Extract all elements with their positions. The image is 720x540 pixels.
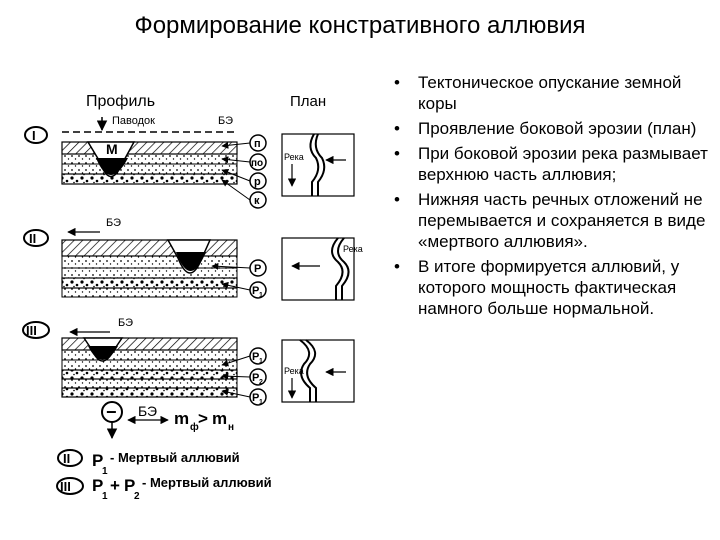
legend-m-n-sub: н xyxy=(228,422,234,433)
be-label-2: БЭ xyxy=(106,217,121,229)
label-r1-stage3-sub: 1 xyxy=(259,358,263,365)
legend-row1-text: - Мертвый аллювий xyxy=(110,450,240,465)
label-r1-stage3: P xyxy=(252,351,259,363)
legend-be: БЭ xyxy=(138,403,157,419)
be-label-1: БЭ xyxy=(218,115,233,127)
label-r-stage2: P xyxy=(254,263,261,275)
legend: − БЭ m ф > m н II P 1 - Мертвый аллювий … xyxy=(56,401,272,502)
legend-row2-s1: 1 xyxy=(102,491,108,502)
stage-1-label: I xyxy=(32,128,36,143)
label-p: п xyxy=(254,138,261,150)
bullet-item: Тектоническое опускание земной коры xyxy=(390,72,712,114)
legend-row2-p1: P xyxy=(92,476,103,495)
m-label: M xyxy=(106,141,118,157)
bullet-item: Нижняя часть речных отложений не перемыв… xyxy=(390,189,712,252)
flood-label: Паводок xyxy=(112,115,155,127)
stage-3-label: III xyxy=(26,323,37,338)
alluvium-diagram: Профиль План I Паводок БЭ M п по р к xyxy=(22,93,363,502)
label-r: р xyxy=(254,176,261,188)
legend-row1-sub: 1 xyxy=(102,466,108,477)
stage-3: III БЭ P 1 P 2 P 1 Рек xyxy=(22,317,355,406)
bullet-item: При боковой эрозии река размывает верхню… xyxy=(390,143,712,185)
label-r1b-stage3: P xyxy=(252,392,259,404)
header-profile: Профиль xyxy=(86,93,155,110)
bullet-list: Тектоническое опускание земной коры Проя… xyxy=(390,72,712,323)
legend-row2-plus: + xyxy=(110,476,120,495)
legend-m-f-sub: ф xyxy=(190,421,199,433)
header-plan: План xyxy=(290,93,326,110)
river-label-3: Река xyxy=(284,366,304,376)
legend-gt: > xyxy=(198,409,208,428)
label-r1-stage2: P xyxy=(252,285,259,297)
legend-row2-p2: P xyxy=(124,476,135,495)
label-po: по xyxy=(251,158,263,169)
label-r2-stage3: P xyxy=(252,372,259,384)
label-r1b-stage3-sub: 1 xyxy=(259,399,263,406)
legend-minus: − xyxy=(106,402,117,422)
legend-stage-2: II xyxy=(63,451,70,466)
label-r1-stage2-sub: 1 xyxy=(259,292,263,299)
bullet-item: Проявление боковой эрозии (план) xyxy=(390,118,712,139)
slide-title: Формирование констративного аллювия xyxy=(134,12,586,39)
river-label-1: Река xyxy=(284,152,304,162)
be-label-3: БЭ xyxy=(118,317,133,329)
legend-row2-s2: 2 xyxy=(134,491,140,502)
legend-row2-text: - Мертвый аллювий xyxy=(142,475,272,490)
stage-1: I Паводок БЭ M п по р к xyxy=(24,115,355,209)
legend-m-f: m xyxy=(174,409,189,428)
stage-2: II БЭ P P 1 Река xyxy=(23,217,363,301)
bullet-item: В итоге формируется аллювий, у которого … xyxy=(390,256,712,319)
label-r2-stage3-sub: 2 xyxy=(259,379,263,386)
legend-stage-3: III xyxy=(60,479,71,494)
legend-m-n: m xyxy=(212,409,227,428)
river-label-2: Река xyxy=(343,244,363,254)
label-k: к xyxy=(254,195,260,207)
stage-2-label: II xyxy=(29,231,36,246)
legend-row1-p: P xyxy=(92,451,103,470)
